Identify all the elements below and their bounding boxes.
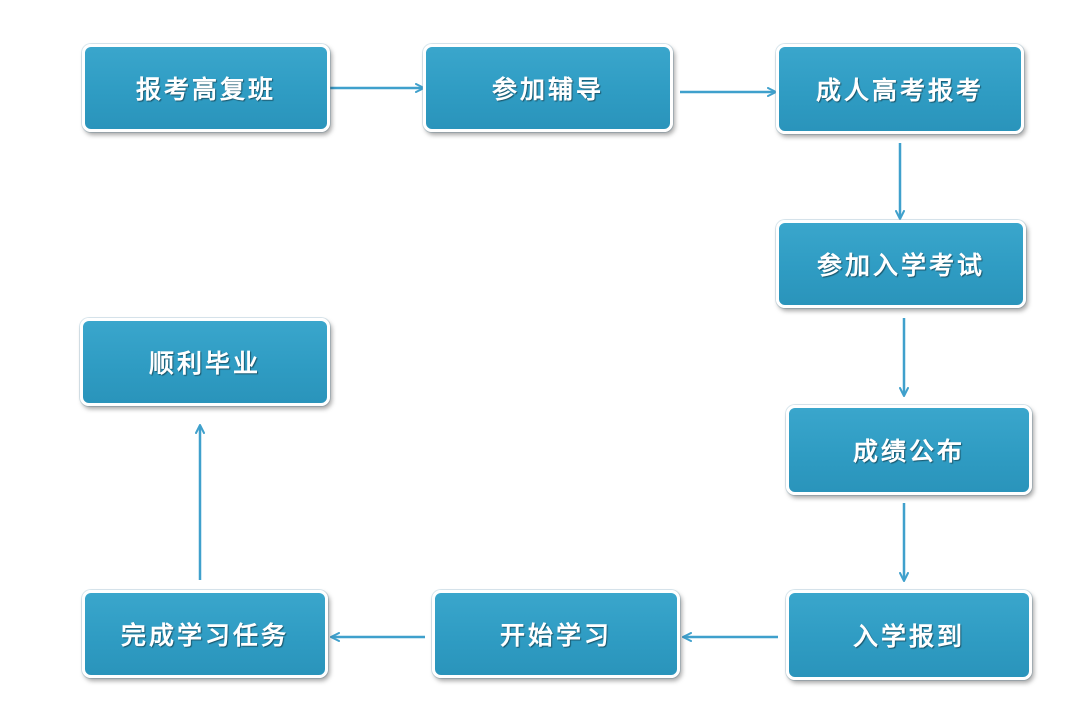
node-label: 开始学习 xyxy=(499,621,612,650)
node-label: 参加辅导 xyxy=(491,75,604,104)
node-label: 成绩公布 xyxy=(852,437,965,466)
node-wancheng-xuexi-renwu[interactable]: 完成学习任务 xyxy=(82,590,328,678)
node-label: 入学报到 xyxy=(852,622,965,651)
node-shunli-biye[interactable]: 顺利毕业 xyxy=(80,318,330,406)
node-kaishi-xuexi[interactable]: 开始学习 xyxy=(432,590,680,678)
node-label: 顺利毕业 xyxy=(148,349,261,378)
node-chengji-gongbu[interactable]: 成绩公布 xyxy=(786,405,1032,495)
node-label: 完成学习任务 xyxy=(120,621,289,650)
node-label: 报考高复班 xyxy=(135,75,276,104)
node-canjia-fudao[interactable]: 参加辅导 xyxy=(423,44,673,132)
node-canjia-ruxue-kaoshi[interactable]: 参加入学考试 xyxy=(776,220,1026,308)
node-baokao-gaofuban[interactable]: 报考高复班 xyxy=(82,44,330,132)
node-ruxue-baodao[interactable]: 入学报到 xyxy=(786,590,1032,680)
node-label: 成人高考报考 xyxy=(815,76,984,105)
node-chengren-gaokao-baokao[interactable]: 成人高考报考 xyxy=(776,44,1024,134)
node-label: 参加入学考试 xyxy=(816,251,985,280)
